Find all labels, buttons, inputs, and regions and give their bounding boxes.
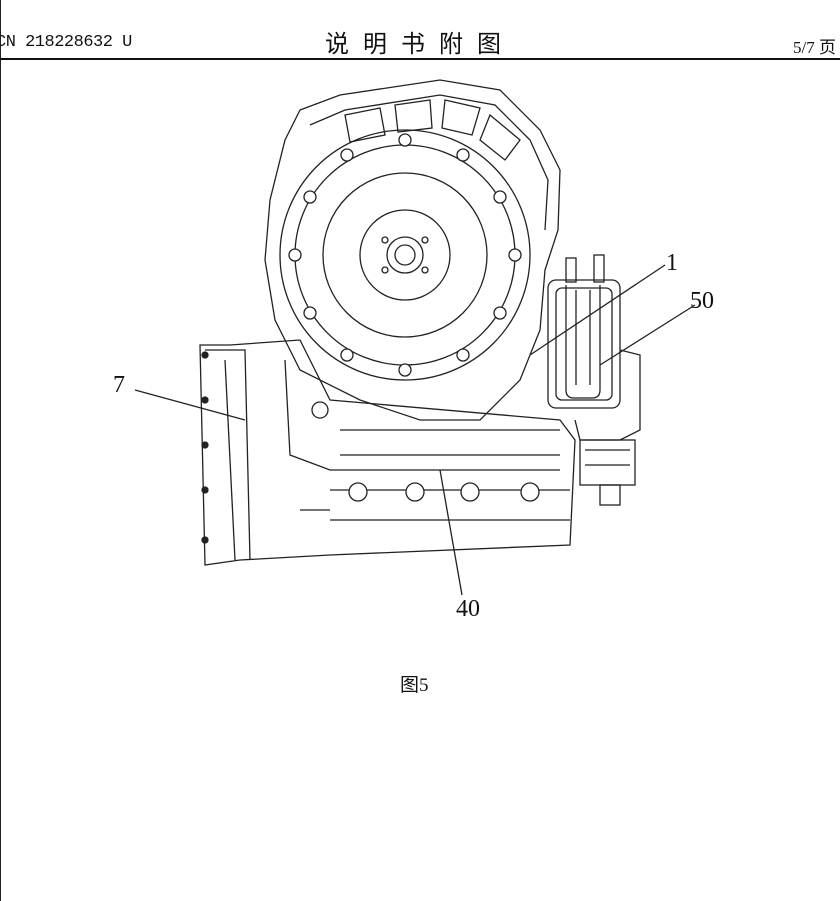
header-rule xyxy=(0,58,840,60)
reference-label-40: 40 xyxy=(456,596,480,622)
figure-caption: 图5 xyxy=(400,675,429,696)
page-title: 说明书附图 xyxy=(325,30,515,58)
publication-number: CN 218228632 U xyxy=(0,33,132,52)
reference-label-1: 1 xyxy=(666,250,678,276)
transmission-drawing xyxy=(134,79,696,596)
page-left-border xyxy=(0,0,1,901)
reference-label-7: 7 xyxy=(113,372,125,398)
reference-label-50: 50 xyxy=(690,288,714,314)
page-number: 5/7 页 xyxy=(793,38,836,57)
